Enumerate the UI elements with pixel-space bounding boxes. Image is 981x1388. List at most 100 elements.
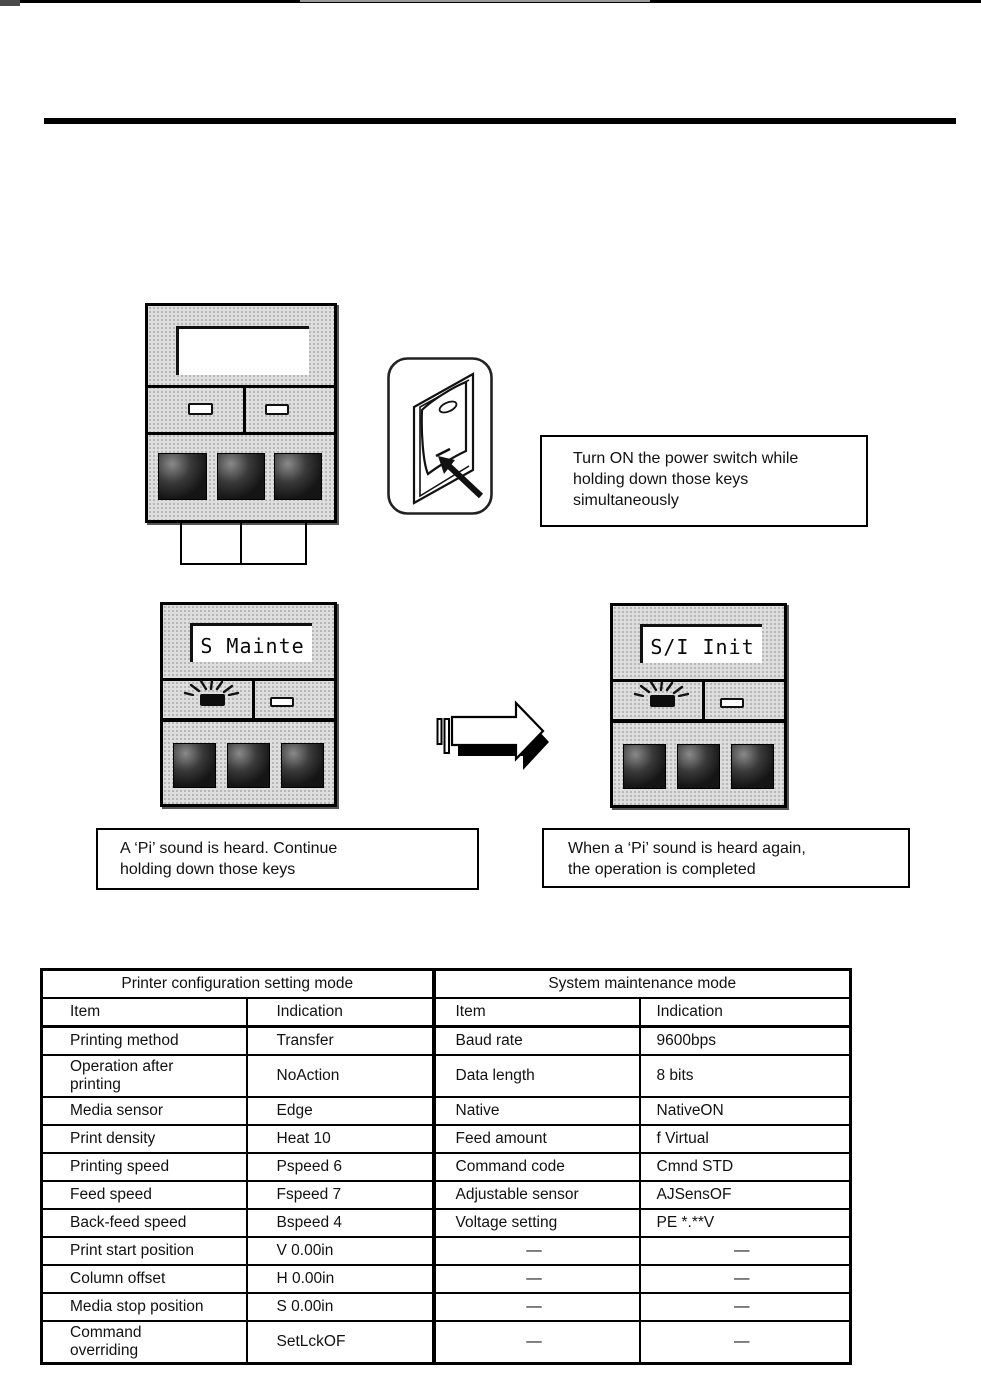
panel-key-2 (227, 743, 270, 788)
restart-button (265, 404, 289, 415)
panel-divider (243, 385, 246, 435)
table-cell: Transfer (245, 1025, 435, 1056)
caption-box-after: When a ‘Pi’ sound is heard again, the op… (542, 828, 910, 888)
panel-key-3 (274, 453, 322, 500)
table-cell: Fspeed 7 (245, 1180, 435, 1210)
pause-button-lit (650, 695, 675, 707)
panel-divider (252, 678, 255, 721)
table-cell: 8 bits (638, 1054, 852, 1098)
scan-edge-artifact (300, 0, 650, 2)
table-cell: — (638, 1320, 852, 1365)
table-cell: Printing speed (40, 1152, 248, 1182)
table-cell: Column offset (40, 1264, 248, 1294)
panel-key-2 (677, 744, 720, 789)
table-cell: Adjustable sensor (431, 1180, 641, 1210)
table-cell: H 0.00in (245, 1264, 435, 1294)
mode-settings-table: Printer configuration setting mode Syste… (40, 968, 853, 1365)
panel-key-2 (217, 453, 265, 500)
control-panel-diagram-blank (145, 303, 337, 523)
table-cell: — (638, 1292, 852, 1322)
pause-button-lit (200, 694, 225, 706)
table-cell: — (431, 1264, 641, 1294)
table-cell: SetLckOF (245, 1320, 435, 1365)
power-instruction-box: Turn ON the power switch while holding d… (540, 435, 868, 527)
lcd-display: S/I Init (640, 624, 762, 663)
table-cell: V 0.00in (245, 1236, 435, 1266)
column-header-item: Item (431, 997, 641, 1028)
lcd-display (176, 326, 309, 375)
press-arrow-icon (446, 463, 484, 499)
caption-line: holding down those keys (120, 861, 296, 878)
table-group-header-row: Printer configuration setting mode Syste… (40, 968, 852, 999)
led-burst-icon (633, 681, 690, 697)
table-cell: Command overriding (40, 1320, 248, 1365)
lcd-text: S Mainte (200, 634, 305, 658)
restart-button (720, 698, 744, 708)
table-cell: Feed amount (431, 1124, 641, 1154)
table-cell: Media sensor (40, 1096, 248, 1126)
pause-button (188, 403, 213, 415)
table-cell: Voltage setting (431, 1208, 641, 1238)
power-switch-icon (387, 357, 493, 515)
caption-line: When a ‘Pi’ sound is heard again, (568, 840, 806, 857)
table-cell: S 0.00in (245, 1292, 435, 1322)
table-column-header-row: Item Indication Item Indication (40, 997, 852, 1028)
table-cell: NativeON (638, 1096, 852, 1126)
keys-bracket-divider (240, 523, 242, 563)
table-cell: Operation after printing (40, 1054, 248, 1098)
table-cell: Data length (431, 1054, 641, 1098)
panel-key-1 (158, 453, 207, 500)
lcd-text: S/I Init (650, 635, 755, 659)
table-cell: — (638, 1236, 852, 1266)
column-header-item: Item (40, 997, 248, 1028)
caption-box-before: A ‘Pi’ sound is heard. Continue holding … (96, 828, 479, 890)
panel-divider (702, 679, 705, 722)
table-cell: AJSensOF (638, 1180, 852, 1210)
panel-key-1 (173, 743, 216, 788)
control-panel-diagram-si-init: S/I Init (610, 603, 787, 808)
table-cell: Bspeed 4 (245, 1208, 435, 1238)
table-cell: Baud rate (431, 1025, 641, 1056)
keys-bracket (180, 523, 307, 565)
table-cell: PE *.**V (638, 1208, 852, 1238)
column-header-indication: Indication (245, 997, 435, 1028)
table-cell: Pspeed 6 (245, 1152, 435, 1182)
table-cell: — (431, 1236, 641, 1266)
table-cell: Media stop position (40, 1292, 248, 1322)
table-cell: — (431, 1292, 641, 1322)
table-cell: NoAction (245, 1054, 435, 1098)
led-burst-icon (183, 680, 240, 696)
panel-divider (613, 679, 784, 682)
group-header-maintenance: System maintenance mode (431, 968, 852, 999)
panel-divider (148, 432, 334, 435)
transition-arrow-icon (436, 700, 549, 770)
panel-divider (148, 385, 334, 388)
panel-divider (163, 718, 334, 722)
table-cell: Feed speed (40, 1180, 248, 1210)
lcd-display: S Mainte (190, 623, 312, 662)
panel-key-3 (281, 743, 324, 788)
caption-line: A ‘Pi’ sound is heard. Continue (120, 840, 338, 857)
instruction-line: Turn ON the power switch while (573, 450, 799, 467)
table-cell: Edge (245, 1096, 435, 1126)
table-cell: f Virtual (638, 1124, 852, 1154)
table-cell: Heat 10 (245, 1124, 435, 1154)
settings-table: Printer configuration setting mode Syste… (40, 968, 853, 1365)
table-cell: — (638, 1264, 852, 1294)
panel-divider (163, 678, 334, 681)
table-cell: Command code (431, 1152, 641, 1182)
table-cell: Back-feed speed (40, 1208, 248, 1238)
caption-line: the operation is completed (568, 861, 756, 878)
table-cell: — (431, 1320, 641, 1365)
